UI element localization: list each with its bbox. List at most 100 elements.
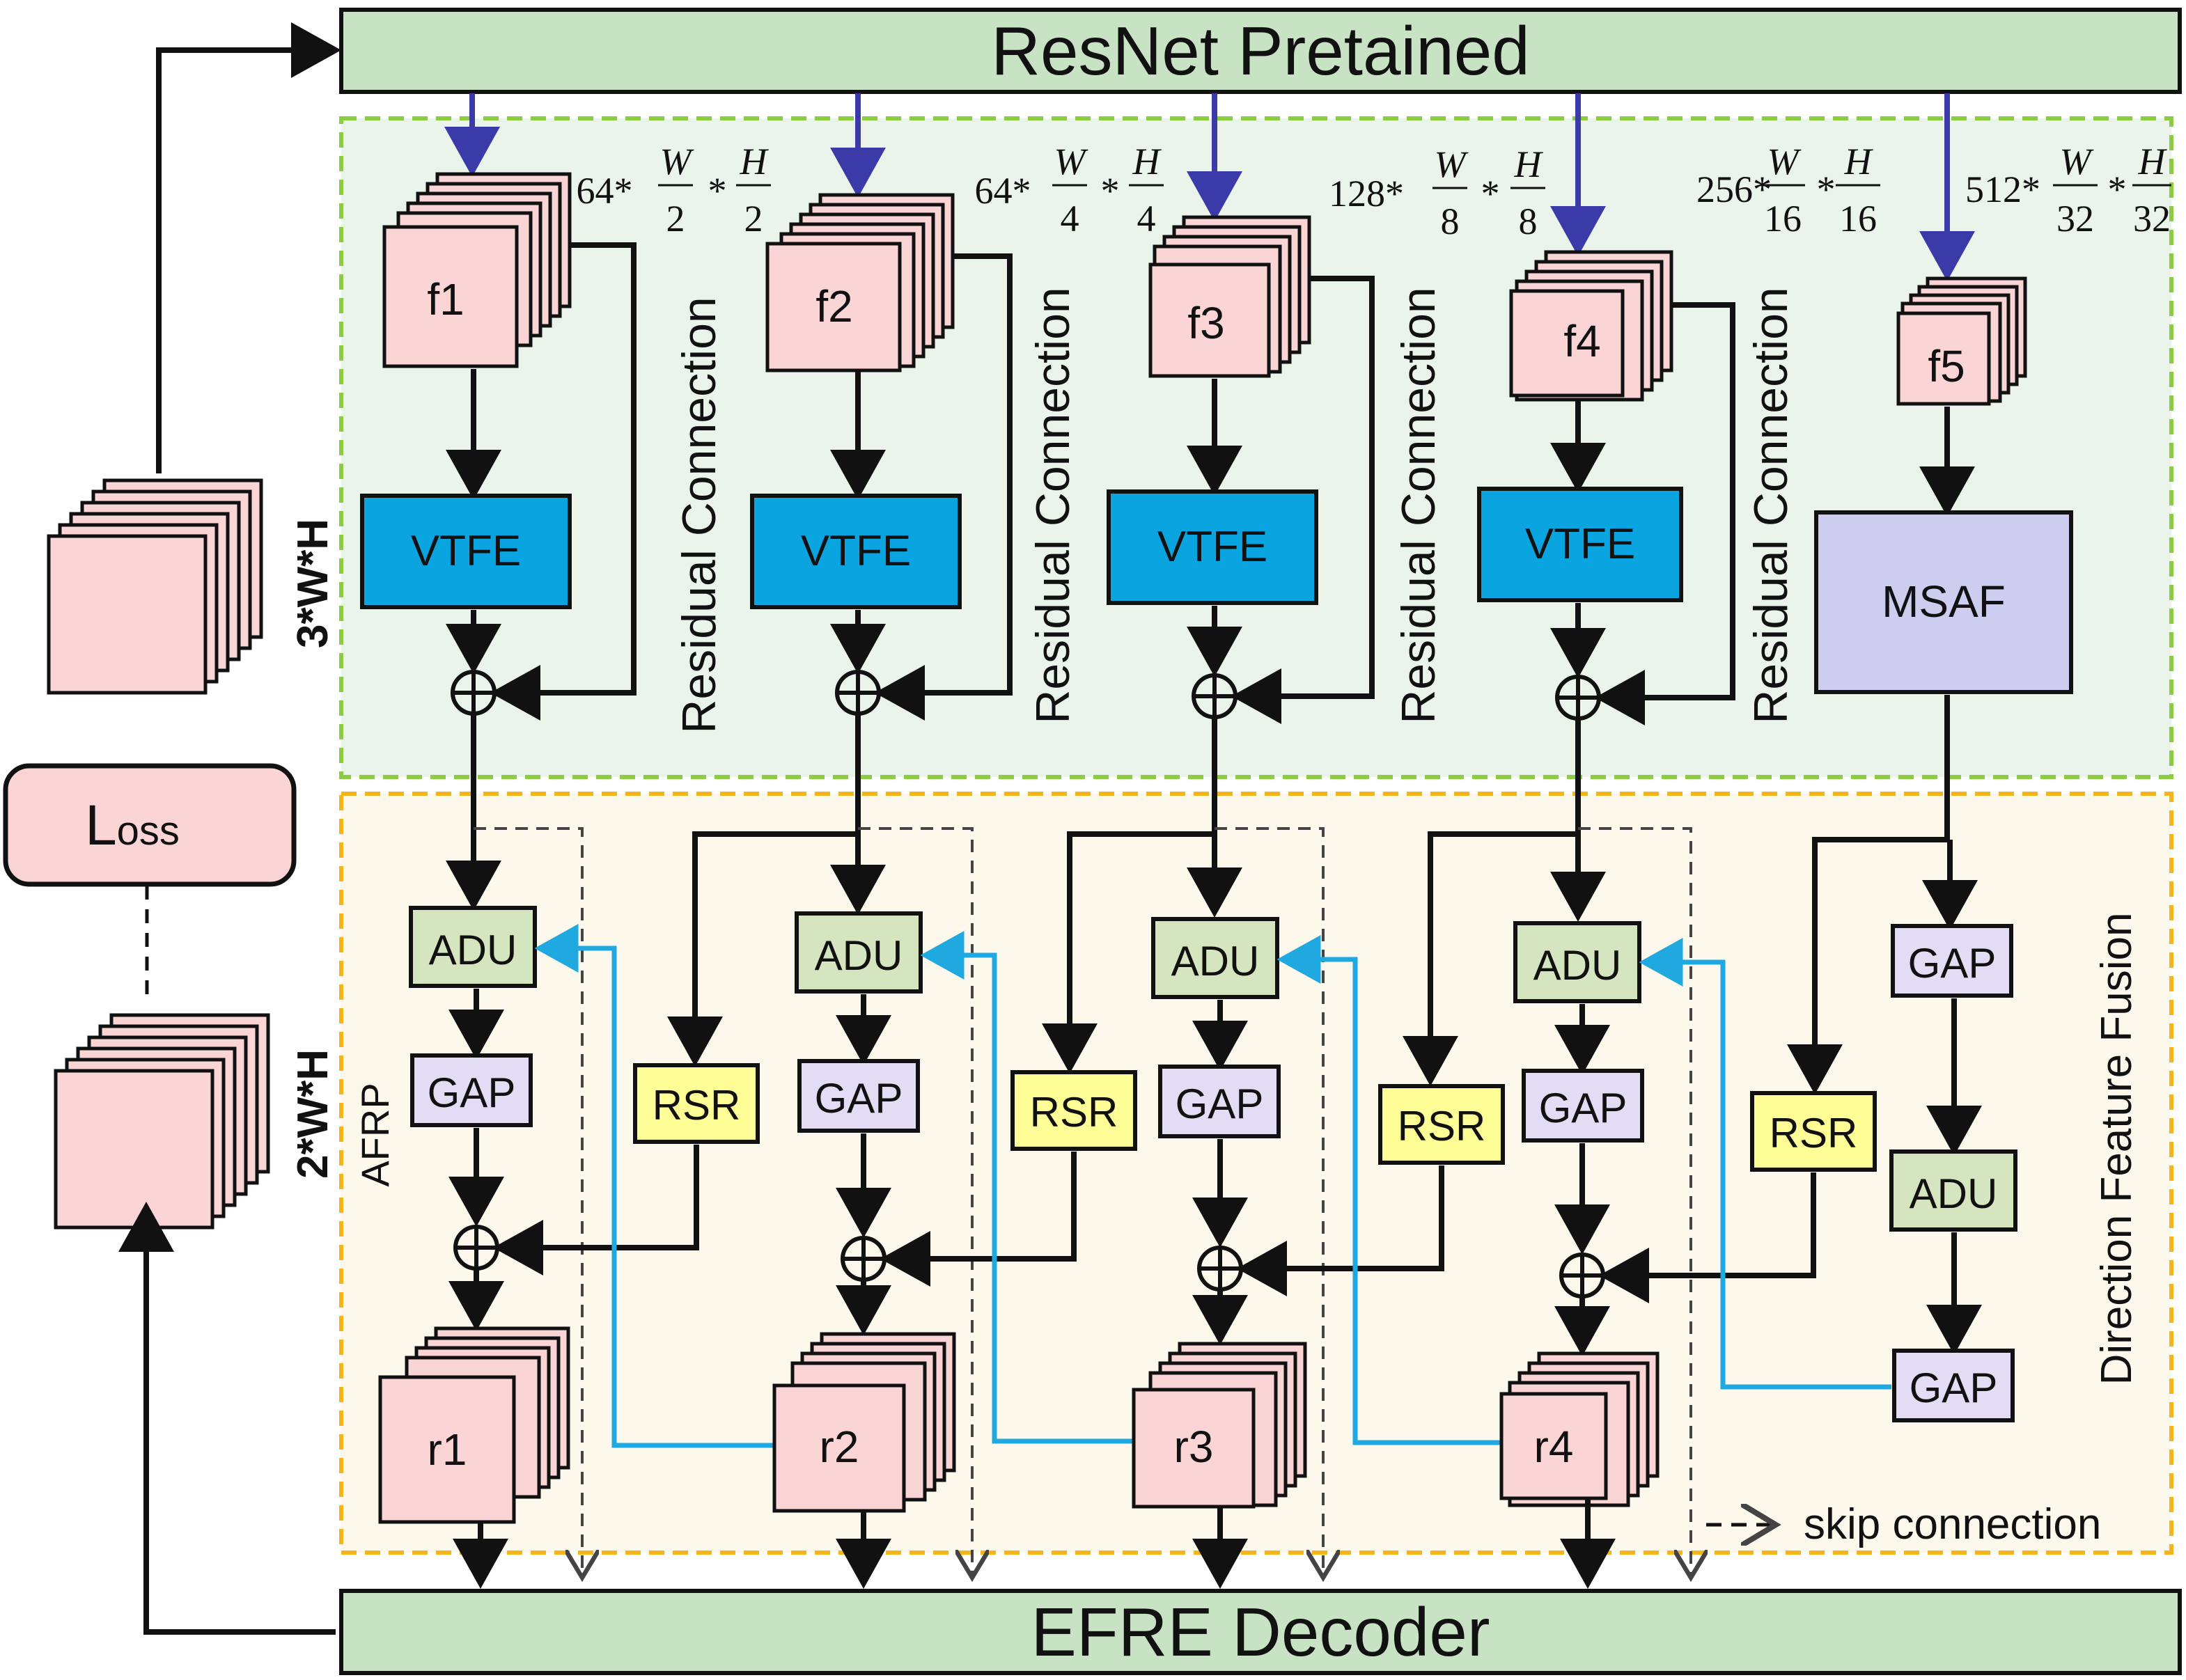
f1-dimension: 64* W 2 * H 2 — [577, 141, 771, 240]
sum-node-enc-4 — [1555, 675, 1601, 721]
direction-link-1 — [534, 924, 774, 1448]
f5-h: H — [2138, 141, 2168, 182]
svg-text:*: * — [2108, 168, 2127, 210]
gap-2-label: GAP — [815, 1075, 903, 1122]
r2-label: r2 — [820, 1422, 859, 1472]
residual-connection-2 — [875, 253, 1013, 721]
gap-3-label: GAP — [1176, 1081, 1264, 1127]
adu-block-1: ADU — [409, 906, 537, 988]
direction-fusion-label: Direction Feature Fusion — [2093, 913, 2141, 1385]
f4-label: f4 — [1563, 316, 1600, 366]
gap-6-label: GAP — [1910, 1365, 1998, 1411]
f2-w-den: 4 — [1061, 198, 1079, 240]
gap-block-6: GAP — [1892, 1349, 2015, 1422]
svg-text:*: * — [1481, 173, 1500, 214]
skip-connection-legend: skip connection — [1706, 1500, 2101, 1548]
f1-w-den: 2 — [666, 198, 685, 240]
rsr-2-label: RSR — [1030, 1089, 1118, 1136]
residual-connection-4 — [1595, 302, 1735, 725]
f5-w: W — [2060, 141, 2095, 182]
f3-stack: f3 — [1148, 215, 1311, 378]
sum-node-dec-1 — [453, 1225, 499, 1271]
adu-3-label: ADU — [1171, 938, 1260, 984]
svg-text:256*: 256* — [1696, 168, 1772, 210]
residual-label-1: Residual Connection — [673, 297, 726, 734]
input-dim-label: 3*W*H — [289, 519, 337, 648]
r4-label: r4 — [1534, 1422, 1574, 1472]
legend-label: skip connection — [1804, 1500, 2101, 1548]
gap-5-label: GAP — [1908, 940, 1997, 987]
loss-main: L — [85, 794, 117, 857]
vtfe-1-label: VTFE — [411, 527, 521, 575]
f3-h-den: 8 — [1519, 201, 1538, 242]
svg-text:Loss: Loss — [85, 794, 180, 857]
rsr-block-3: RSR — [1378, 1084, 1505, 1165]
adu-2-label: ADU — [815, 932, 903, 979]
svg-text:*: * — [1101, 170, 1120, 212]
svg-text:512*: 512* — [1965, 168, 2040, 210]
vtfe-3-label: VTFE — [1157, 523, 1267, 571]
sum-node-enc-2 — [835, 670, 881, 716]
rsr-block-2: RSR — [1010, 1070, 1137, 1151]
msaf-label: MSAF — [1882, 576, 2006, 627]
msaf-block: MSAF — [1814, 510, 2073, 694]
sum-node-dec-3 — [1197, 1246, 1243, 1292]
f1-h: H — [740, 141, 770, 182]
residual-label-3: Residual Connection — [1392, 287, 1445, 724]
decoder-to-output-arrow — [118, 1202, 336, 1635]
adu-block-2: ADU — [795, 911, 923, 994]
adu-block-3: ADU — [1151, 917, 1279, 999]
f3-h: H — [1514, 143, 1544, 185]
direction-link-3 — [1277, 935, 1501, 1445]
output-dim-label: 2*W*H — [289, 1049, 337, 1179]
sum-node-enc-1 — [451, 670, 497, 716]
r3-stack: r3 — [1132, 1342, 1307, 1509]
adu-block-5: ADU — [1889, 1149, 2017, 1232]
sum-node-enc-3 — [1192, 673, 1238, 719]
resnet-title: ResNet Pretained — [991, 13, 1530, 89]
gap-block-4: GAP — [1522, 1069, 1644, 1143]
f2-h: H — [1132, 141, 1162, 182]
input-to-resnet-arrow — [156, 22, 341, 473]
adu-1-label: ADU — [429, 927, 517, 973]
adu-block-4: ADU — [1513, 921, 1641, 1003]
afrp-label: AFRP — [353, 1083, 397, 1186]
rsr-4-label: RSR — [1770, 1110, 1858, 1156]
f3-label: f3 — [1187, 298, 1224, 348]
vtfe-block-2: VTFE — [750, 494, 962, 609]
rsr-block-4: RSR — [1750, 1091, 1877, 1172]
f2-w: W — [1054, 141, 1089, 182]
decoder-title: EFRE Decoder — [1031, 1594, 1490, 1670]
sum-node-dec-4 — [1559, 1253, 1605, 1298]
f2-stack: f2 — [765, 193, 955, 372]
f4-w-den: 16 — [1764, 198, 1802, 240]
direction-link-4 — [1639, 938, 1891, 1390]
residual-connection-1 — [490, 242, 637, 721]
sum-node-dec-2 — [841, 1236, 887, 1282]
f3-w: W — [1435, 143, 1469, 185]
svg-text:64*: 64* — [577, 170, 633, 212]
vtfe-2-label: VTFE — [801, 527, 911, 575]
f5-dimension: 512* W 32 * H 32 — [1965, 141, 2171, 240]
gap-block-3: GAP — [1158, 1065, 1281, 1138]
f3-channels: 128 — [1329, 173, 1385, 214]
f1-label: f1 — [427, 274, 464, 324]
f4-h: H — [1844, 141, 1874, 182]
vtfe-block-1: VTFE — [360, 494, 572, 609]
r2-stack: r2 — [772, 1332, 956, 1513]
f1-h-den: 2 — [744, 198, 763, 240]
f4-channels: 256 — [1696, 168, 1753, 210]
f5-stack: f5 — [1896, 276, 2027, 406]
gap-block-1: GAP — [410, 1053, 533, 1127]
f3-w-den: 8 — [1441, 201, 1460, 242]
rsr-block-1: RSR — [633, 1063, 760, 1144]
residual-connection-3 — [1231, 276, 1375, 724]
output-stack — [54, 1013, 270, 1230]
r1-stack: r1 — [378, 1326, 570, 1524]
f4-w: W — [1767, 141, 1802, 182]
input-stack — [47, 478, 263, 695]
r4-stack: r4 — [1499, 1351, 1660, 1507]
r1-label: r1 — [428, 1424, 467, 1475]
resnet-header: ResNet Pretained — [339, 8, 2182, 94]
gap-1-label: GAP — [428, 1069, 516, 1116]
